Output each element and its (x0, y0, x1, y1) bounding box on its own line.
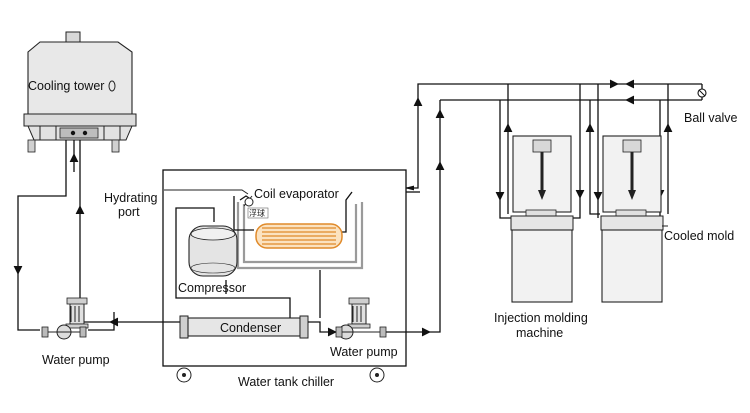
compressor-label: Compressor (178, 281, 246, 295)
condenser-label: Condenser (220, 321, 281, 335)
cooled-mold-label: Cooled mold (664, 229, 734, 243)
float-ball-label: 浮球 (249, 208, 265, 218)
injection-molding-machine-1 (510, 135, 574, 303)
injection-molding-label-line1: Injection molding (494, 311, 588, 325)
water-pump-left-label: Water pump (42, 353, 110, 367)
chiller-outlet-pipes (308, 152, 445, 337)
hydrating-port-label-line1: Hydrating (104, 191, 158, 205)
cooling-tower: Cooling tower (23, 31, 137, 153)
condenser: Condenser (179, 315, 309, 339)
cooling-tower-pipes (13, 140, 180, 331)
inner-tank (236, 202, 364, 270)
main-distribution-lines (405, 79, 703, 193)
injection-molding-machine-2 (600, 135, 668, 303)
ball-valve: Ball valve (684, 88, 738, 125)
hydrating-port-label-line2: port (118, 205, 140, 219)
hydrating-port: Hydrating port 浮球 (104, 189, 269, 219)
refrigerant-circuit (175, 191, 353, 318)
ball-valve-label: Ball valve (684, 111, 738, 125)
water-pump-right-label: Water pump (330, 345, 398, 359)
cooling-tower-label: Cooling tower (28, 79, 104, 93)
compressor: Compressor (178, 225, 246, 295)
coil-evaporator-label: Coil evaporator (254, 187, 339, 201)
water-tank-chiller-label: Water tank chiller (238, 375, 334, 389)
injection-molding-label-line2: machine (516, 326, 563, 340)
coil-evaporator: Coil evaporator (243, 187, 343, 249)
water-pump-right: Water pump (330, 297, 398, 359)
water-tank-chiller: Water tank chiller (162, 169, 407, 389)
water-pump-left: Water pump (41, 297, 110, 367)
